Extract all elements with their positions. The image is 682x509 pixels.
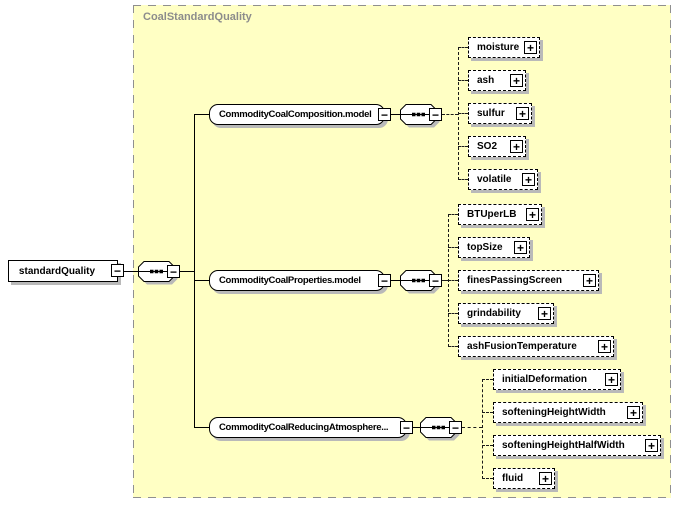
expand-icon[interactable]: +	[627, 406, 640, 419]
element-btuperlb[interactable]: BTUperLB +	[458, 204, 542, 225]
element-label: SO2	[477, 141, 498, 152]
connector-optional	[458, 179, 468, 180]
connector-optional	[482, 412, 493, 413]
connector-optional	[442, 114, 458, 115]
element-standardquality[interactable]: standardQuality	[8, 260, 118, 282]
connector-optional	[482, 379, 483, 479]
expand-icon[interactable]: +	[510, 74, 523, 87]
connector-optional	[448, 346, 458, 347]
collapse-icon[interactable]: −	[449, 421, 462, 434]
collapse-icon[interactable]: −	[429, 108, 442, 121]
model-group-commoditycoalreducingatmosphere[interactable]: CommodityCoalReducingAtmosphere...	[209, 417, 407, 438]
element-label: initialDeformation	[502, 374, 588, 385]
element-label: finesPassingScreen	[467, 275, 563, 286]
element-label: softeningHeightWidth	[502, 407, 606, 418]
connector-optional	[458, 80, 468, 81]
element-label: moisture	[477, 42, 520, 53]
collapse-icon[interactable]: −	[378, 274, 391, 287]
expand-icon[interactable]: +	[605, 373, 618, 386]
connector-optional	[448, 247, 458, 248]
model-group-commoditycoalcomposition[interactable]: CommodityCoalComposition.model	[209, 104, 385, 125]
expand-icon[interactable]: +	[514, 241, 527, 254]
connector	[391, 114, 400, 115]
element-sulfur[interactable]: sulfur +	[468, 103, 532, 124]
collapse-icon[interactable]: −	[167, 265, 180, 278]
element-so2[interactable]: SO2 +	[468, 136, 526, 157]
connector	[180, 271, 195, 272]
element-label: topSize	[467, 242, 503, 253]
element-label: BTUperLB	[467, 209, 517, 220]
element-moisture[interactable]: moisture +	[468, 37, 540, 58]
connector	[194, 114, 209, 115]
element-label: ashFusionTemperature	[467, 341, 577, 352]
connector-optional	[442, 280, 448, 281]
element-label: volatile	[477, 174, 512, 185]
element-initialdeformation[interactable]: initialDeformation +	[493, 369, 621, 390]
expand-icon[interactable]: +	[526, 208, 539, 221]
connector-optional	[448, 313, 458, 314]
element-label: fluid	[502, 473, 524, 484]
expand-icon[interactable]: +	[522, 173, 535, 186]
complex-type-title: CoalStandardQuality	[143, 11, 252, 23]
connector-optional	[482, 445, 493, 446]
connector	[124, 271, 138, 272]
expand-icon[interactable]: +	[516, 107, 529, 120]
connector	[194, 280, 209, 281]
model-group-label: CommodityCoalProperties.model	[219, 275, 361, 286]
connector	[194, 427, 209, 428]
connector-optional	[448, 214, 458, 215]
element-fluid[interactable]: fluid +	[493, 468, 555, 489]
element-softeningheightwidth[interactable]: softeningHeightWidth +	[493, 402, 643, 423]
expand-icon[interactable]: +	[645, 439, 658, 452]
expand-icon[interactable]: +	[524, 41, 537, 54]
sequence-compositor-icon[interactable]	[400, 104, 441, 129]
element-ash[interactable]: ash +	[468, 70, 526, 91]
element-volatile[interactable]: volatile +	[468, 169, 538, 190]
expand-icon[interactable]: +	[510, 140, 523, 153]
connector	[413, 427, 420, 428]
connector-optional	[482, 478, 493, 479]
collapse-icon[interactable]: −	[400, 421, 413, 434]
expand-icon[interactable]: +	[583, 274, 596, 287]
element-grindability[interactable]: grindability +	[458, 303, 554, 324]
connector-optional	[448, 280, 458, 281]
element-topsize[interactable]: topSize +	[458, 237, 530, 258]
element-label: grindability	[467, 308, 521, 319]
element-label: softeningHeightHalfWidth	[502, 440, 625, 451]
connector	[391, 280, 400, 281]
connector-optional	[482, 379, 493, 380]
complex-type-panel	[133, 5, 671, 498]
connector	[194, 114, 195, 428]
collapse-icon[interactable]: −	[111, 264, 124, 277]
element-finespassingscreen[interactable]: finesPassingScreen +	[458, 270, 599, 291]
model-group-commoditycoalproperties[interactable]: CommodityCoalProperties.model	[209, 270, 385, 291]
expand-icon[interactable]: +	[538, 307, 551, 320]
connector-optional	[458, 47, 468, 48]
expand-icon[interactable]: +	[598, 340, 611, 353]
model-group-label: CommodityCoalComposition.model	[219, 109, 372, 120]
element-label: ash	[477, 75, 495, 86]
model-group-label: CommodityCoalReducingAtmosphere...	[219, 422, 389, 433]
expand-icon[interactable]: +	[539, 472, 552, 485]
collapse-icon[interactable]: −	[378, 108, 391, 121]
collapse-icon[interactable]: −	[429, 274, 442, 287]
connector-optional	[462, 427, 482, 428]
element-softeningheighthalfwidth[interactable]: softeningHeightHalfWidth +	[493, 435, 661, 456]
element-label: standardQuality	[18, 265, 96, 277]
connector-optional	[458, 146, 468, 147]
element-label: sulfur	[477, 108, 505, 119]
element-ashfusiontemperature[interactable]: ashFusionTemperature +	[458, 336, 614, 357]
connector-optional	[458, 113, 468, 114]
